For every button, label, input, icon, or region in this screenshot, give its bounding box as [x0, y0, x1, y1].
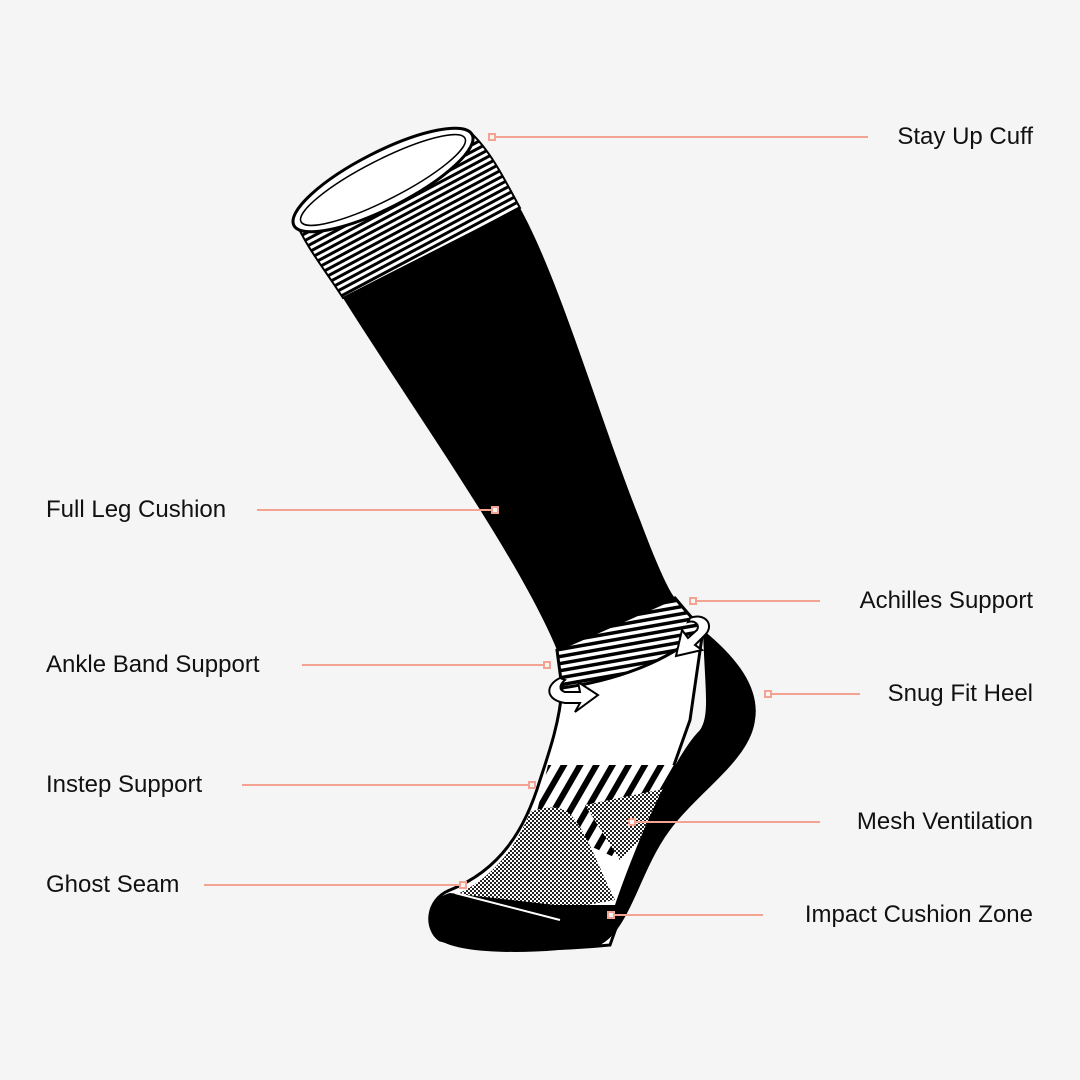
- marker-impact-cushion-zone: [607, 911, 615, 919]
- label-stay-up-cuff: Stay Up Cuff: [897, 123, 1033, 150]
- achilles-arrow-icon: [674, 615, 710, 658]
- marker-full-leg-cushion: [491, 506, 499, 514]
- ankle-arrow-icon: [548, 676, 600, 713]
- label-achilles-support: Achilles Support: [859, 587, 1033, 614]
- mesh-lower: [455, 807, 615, 910]
- marker-instep-support: [528, 781, 536, 789]
- cuff-opening: [291, 126, 475, 234]
- label-impact-cushion-zone: Impact Cushion Zone: [804, 901, 1033, 928]
- ghost-seam-line: [454, 892, 561, 921]
- label-snug-fit-heel: Snug Fit Heel: [887, 680, 1033, 707]
- label-mesh-ventilation: Mesh Ventilation: [856, 808, 1033, 835]
- marker-ghost-seam: [459, 881, 467, 889]
- cuff-ribbing: [294, 130, 522, 300]
- label-ghost-seam: Ghost Seam: [46, 871, 180, 898]
- mesh-upper: [585, 788, 668, 860]
- heel-sole: [429, 630, 756, 952]
- marker-snug-fit-heel: [764, 690, 772, 698]
- leader-lines: [204, 133, 868, 919]
- label-ankle-band-support: Ankle Band Support: [46, 651, 260, 678]
- marker-mesh-ventilation: [628, 818, 636, 826]
- marker-stay-up-cuff: [488, 133, 496, 141]
- label-full-leg-cushion: Full Leg Cushion: [46, 496, 227, 523]
- marker-achilles-support: [689, 597, 697, 605]
- cuff-inner-rim: [299, 133, 467, 227]
- marker-ankle-band-support: [543, 661, 551, 669]
- label-instep-support: Instep Support: [46, 771, 203, 798]
- leg-body: [343, 208, 675, 650]
